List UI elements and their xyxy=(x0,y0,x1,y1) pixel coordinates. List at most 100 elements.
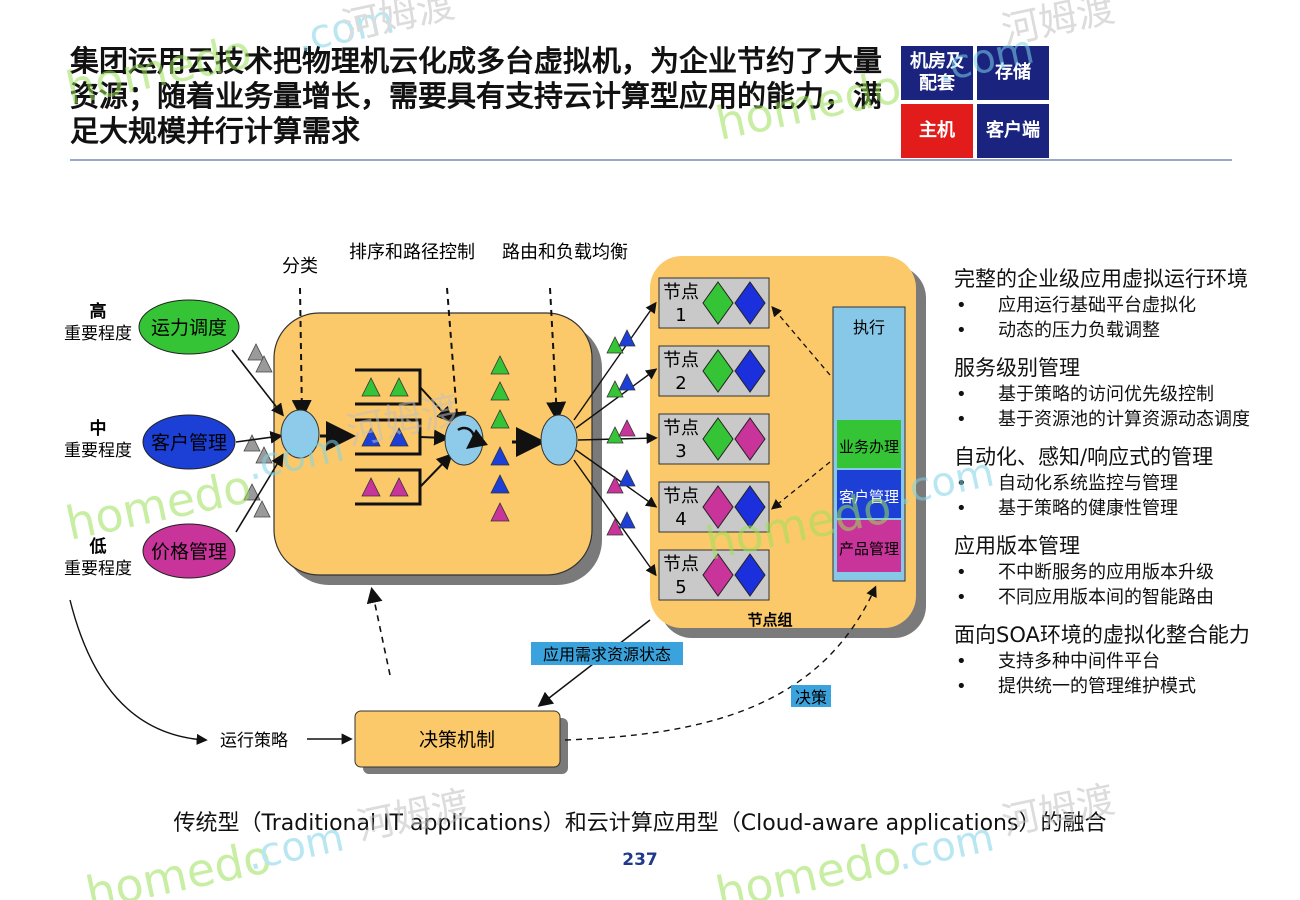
feature-item-text: 应用运行基础平台虚拟化 xyxy=(998,295,1196,316)
executor-block-label: 客户管理 xyxy=(839,488,899,506)
run-policy-label: 运行策略 xyxy=(220,731,288,751)
decision-arrow xyxy=(564,585,877,741)
priority-mid: 中 重要程度 客户管理 xyxy=(64,414,236,470)
ordered-queue xyxy=(490,355,510,522)
feature-heading: 服务级别管理 xyxy=(954,356,1080,380)
feature-item-text: 基于策略的健康性管理 xyxy=(998,498,1178,519)
stage-sort-route-label: 排序和路径控制 xyxy=(349,242,475,263)
router-node xyxy=(540,414,578,466)
feature-item: •不中断服务的应用版本升级 xyxy=(954,560,1294,585)
feature-item: • 基于资源池的计算资源动态调度 xyxy=(954,407,1294,432)
node-service-diamond xyxy=(702,349,734,393)
executor-to-node4-arrow xyxy=(770,461,831,510)
node-service-diamond xyxy=(734,485,766,529)
queues xyxy=(355,368,453,506)
bullet-marker: • xyxy=(956,409,967,430)
node-group-label: 节点组 xyxy=(747,611,792,629)
priority-high: 高 重要程度 运力调度 xyxy=(64,299,240,355)
scheduler-node xyxy=(444,414,484,466)
node-service-diamond xyxy=(734,349,766,393)
feature-item: • 应用运行基础平台虚拟化 xyxy=(954,293,1294,318)
node-number: 4 xyxy=(675,509,686,530)
bullet-marker: • xyxy=(956,498,967,519)
node-service-diamond xyxy=(702,485,734,529)
feature-item: •支持多种中间件平台 xyxy=(954,649,1294,674)
feature-section: 自动化、感知/响应式的管理•自动化系统监控与管理• 基于策略的健康性管理 xyxy=(954,444,1294,521)
executor-title: 执行 xyxy=(853,318,885,337)
node-service-diamond xyxy=(734,281,766,325)
decision-label: 决策 xyxy=(795,688,827,707)
node-box: 节点3 xyxy=(658,413,770,465)
priority-mid-level: 中 xyxy=(90,418,107,439)
legend-cell-host: 主机 xyxy=(901,104,973,158)
feature-section: 面向SOA环境的虚拟化整合能力•支持多种中间件平台• 提供统一的管理维护模式 xyxy=(954,622,1294,699)
feature-heading: 完整的企业级应用虚拟运行环境 xyxy=(954,267,1248,291)
priority-low-level: 低 xyxy=(89,536,107,557)
legend-cell-client: 客户端 xyxy=(977,104,1049,158)
slide-title: 集团运用云技术把物理机云化成多台虚拟机，为企业节约了大量 资源；随着业务量增长，… xyxy=(70,44,940,149)
svg-text:河姆渡: 河姆渡 xyxy=(998,0,1119,53)
cycle-icon xyxy=(457,426,488,450)
bullet-marker: • xyxy=(956,587,967,608)
bullet-marker: • xyxy=(956,384,967,405)
feature-item: • 提供统一的管理维护模式 xyxy=(954,674,1294,699)
feature-list: 完整的企业级应用虚拟运行环境 • 应用运行基础平台虚拟化 • 动态的压力负载调整服务级别… xyxy=(954,266,1294,711)
node-box: 节点5 xyxy=(658,549,770,601)
node-number: 1 xyxy=(675,305,686,326)
node-box: 节点2 xyxy=(658,345,770,397)
feature-item: •基于策略的访问优先级控制 xyxy=(954,382,1294,407)
decision-box-label: 决策机制 xyxy=(419,729,495,751)
slide-caption: 传统型（Traditional IT applications）和云计算应用型（… xyxy=(173,811,1107,836)
bullet-marker: • xyxy=(956,295,967,316)
classifier-node xyxy=(280,409,320,459)
feature-item-text: 基于资源池的计算资源动态调度 xyxy=(998,409,1250,430)
feature-section: 完整的企业级应用虚拟运行环境 • 应用运行基础平台虚拟化 • 动态的压力负载调整 xyxy=(954,266,1294,343)
node-number: 3 xyxy=(675,441,686,462)
node-number: 5 xyxy=(675,577,686,598)
page-number: 237 xyxy=(622,850,658,870)
service-oval-customer xyxy=(142,414,236,470)
input-arrows xyxy=(231,349,284,533)
feature-item: • 不同应用版本间的智能路由 xyxy=(954,585,1294,610)
priority-low: 低 重要程度 价格管理 xyxy=(64,523,236,579)
service-label: 价格管理 xyxy=(151,541,227,563)
feature-item: •自动化系统监控与管理 xyxy=(954,471,1294,496)
feature-heading: 面向SOA环境的虚拟化整合能力 xyxy=(954,623,1250,647)
node-list: 节点1 节点2 节点3 节点 4 节点5 xyxy=(658,277,770,601)
feature-item-text: 提供统一的管理维护模式 xyxy=(998,676,1196,697)
executor-block-business xyxy=(837,420,901,468)
service-label: 客户管理 xyxy=(151,432,227,454)
feature-item-text: 不中断服务的应用版本升级 xyxy=(998,562,1214,583)
node-number: 2 xyxy=(675,373,686,394)
stage-routing-lb-label: 路由和负载均衡 xyxy=(502,242,628,263)
legend-cell-room: 机房及 配套 xyxy=(901,46,973,100)
legend-cell-storage: 存储 xyxy=(977,46,1049,100)
service-oval-dispatch xyxy=(138,299,240,355)
status-label: 应用需求资源状态 xyxy=(543,645,671,664)
feature-item-text: 不同应用版本间的智能路由 xyxy=(998,587,1214,608)
feature-item: • 动态的压力负载调整 xyxy=(954,318,1294,343)
node-label: 节点 xyxy=(663,350,699,371)
policy-curve-arrow xyxy=(69,599,208,746)
node-box: 节点1 xyxy=(658,277,770,329)
executor-block-product xyxy=(837,520,901,572)
executor-to-node1-arrow xyxy=(771,306,831,376)
bullet-marker: • xyxy=(956,676,967,697)
category-legend: 机房及 配套 存储 主机 客户端 xyxy=(901,46,1049,158)
bullet-marker: • xyxy=(956,651,967,672)
title-line: 集团运用云技术把物理机云化成多台虚拟机，为企业节约了大量 xyxy=(70,44,883,78)
feature-heading: 自动化、感知/响应式的管理 xyxy=(954,445,1214,469)
feature-heading: 应用版本管理 xyxy=(954,534,1080,558)
sort-arrow xyxy=(446,287,467,432)
bullet-marker: • xyxy=(956,320,967,341)
decision-label-bg xyxy=(791,685,831,707)
priority-high-level: 高 xyxy=(90,301,107,322)
svg-text:河姆渡: 河姆渡 xyxy=(338,0,459,49)
executor-block-customer xyxy=(837,470,901,518)
request-triangles xyxy=(243,343,273,518)
stage-classify-label: 分类 xyxy=(282,256,318,277)
title-line: 资源；随着业务量增长，需要具有支持云计算型应用的能力，满 xyxy=(70,79,883,113)
decision-box xyxy=(354,710,561,768)
feature-item-text: 自动化系统监控与管理 xyxy=(998,473,1178,494)
feature-item-text: 动态的压力负载调整 xyxy=(998,320,1160,341)
